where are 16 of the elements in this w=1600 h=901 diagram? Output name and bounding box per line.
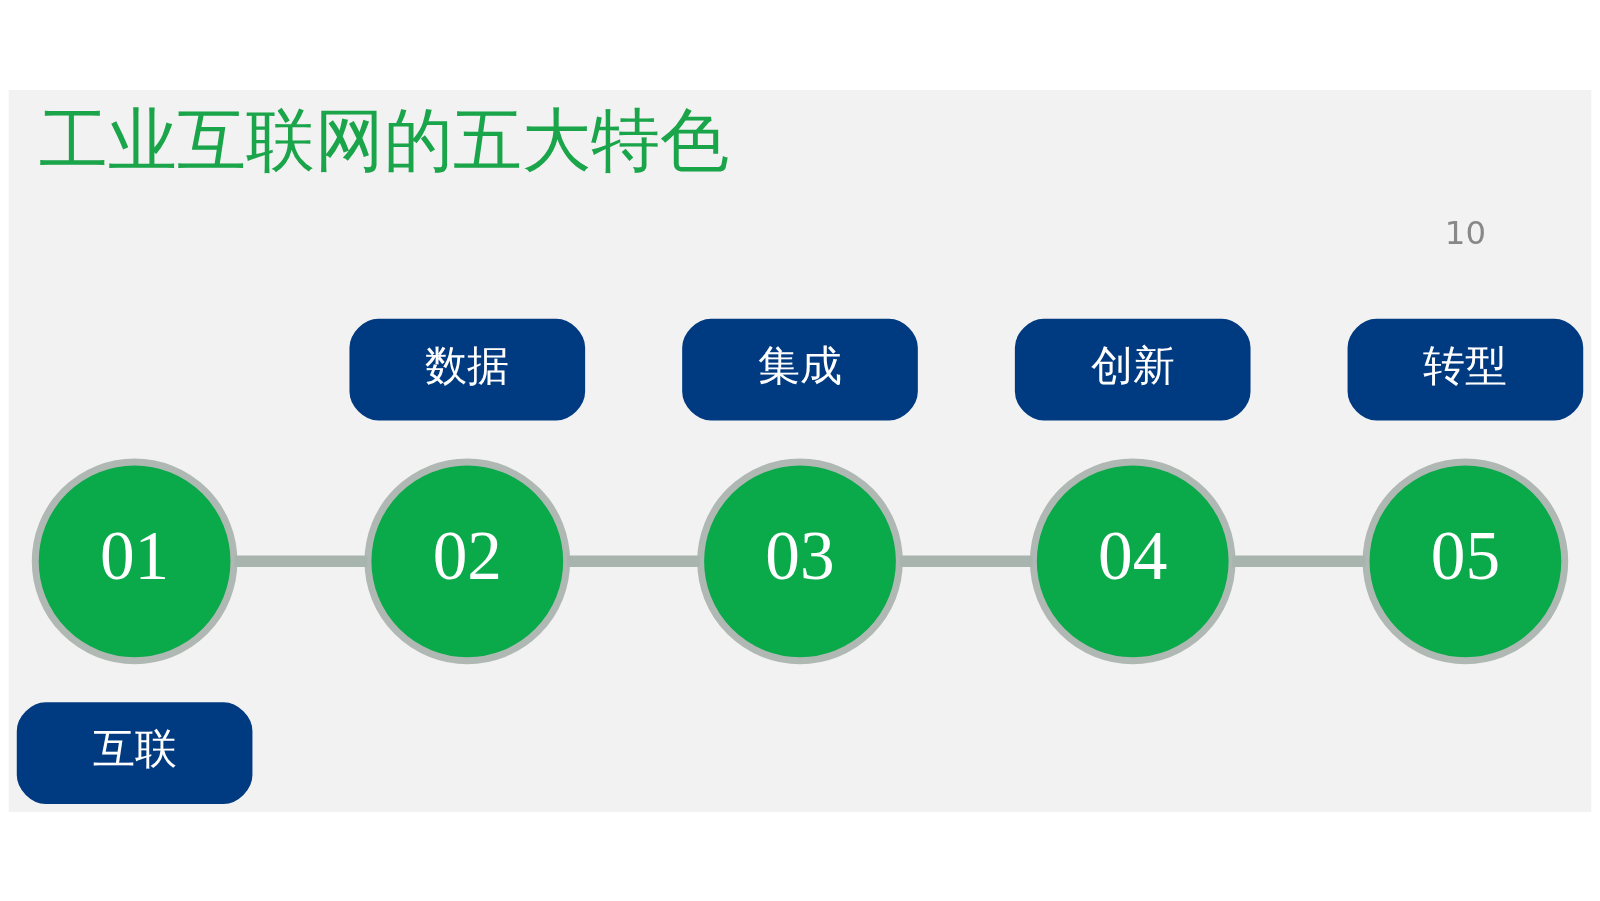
connector	[1232, 555, 1366, 567]
node-circle: 03	[697, 458, 903, 664]
node-box: 转型	[1347, 318, 1584, 420]
node-circle: 04	[1029, 458, 1236, 664]
connector	[899, 555, 1033, 567]
node-box: 创新	[1014, 318, 1251, 420]
node-circle: 02	[364, 458, 571, 664]
diagram-title: 工业互联网的五大特色	[39, 99, 730, 180]
node-box: 集成	[682, 318, 918, 420]
node-box: 数据	[349, 318, 586, 420]
node-circle: 05	[1362, 458, 1569, 664]
connector	[234, 555, 368, 567]
label: 10	[1444, 213, 1486, 252]
connector	[567, 555, 700, 567]
node-box: 互联	[16, 701, 253, 804]
node-circle: 01	[31, 458, 238, 664]
